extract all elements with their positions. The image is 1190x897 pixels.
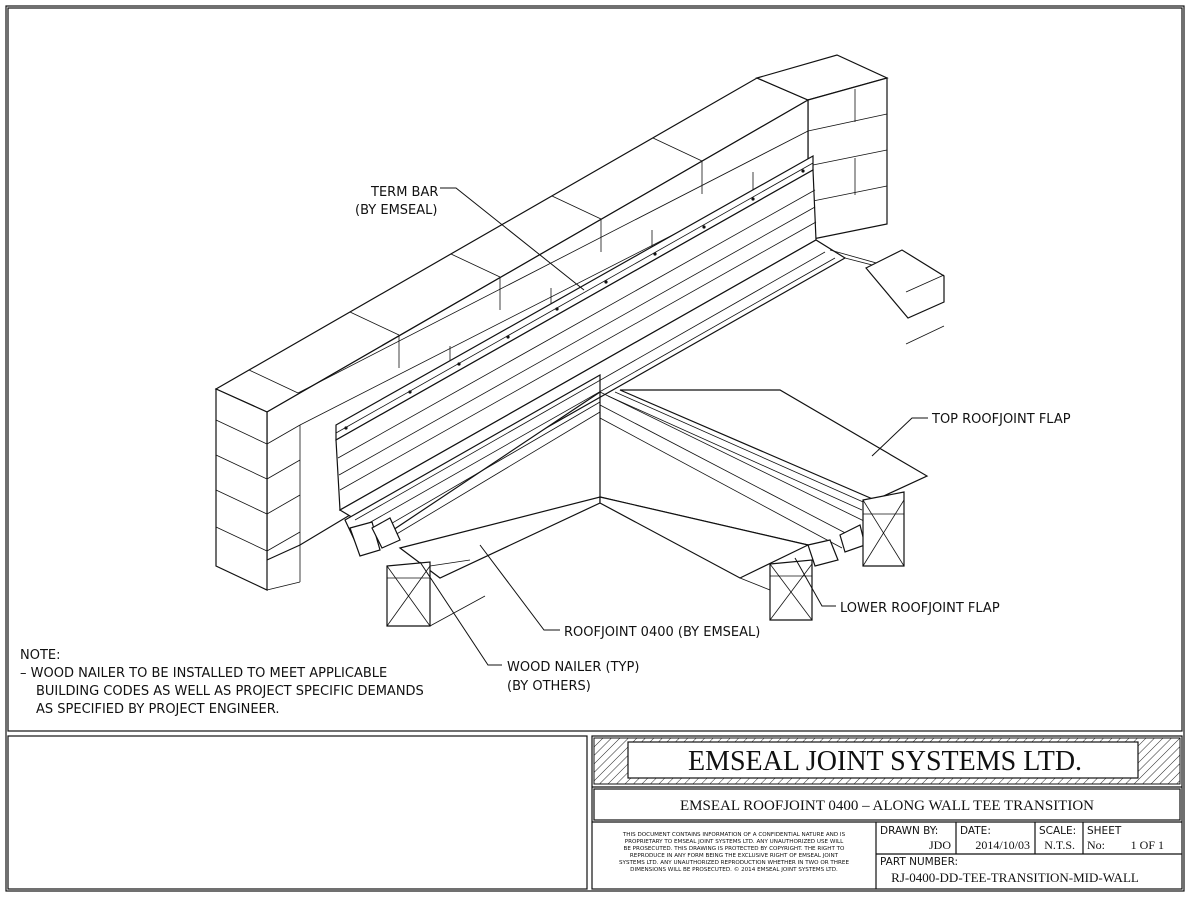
date-label: DATE:	[960, 825, 991, 837]
svg-text:THIS DOCUMENT CONTAINS INFORMA: THIS DOCUMENT CONTAINS INFORMATION OF A …	[622, 832, 846, 838]
label-wood-nailer-by: (BY OTHERS)	[507, 679, 591, 694]
svg-text:BUILDING CODES AS WELL AS PROJ: BUILDING CODES AS WELL AS PROJECT SPECIF…	[36, 684, 424, 699]
legal-notice: THIS DOCUMENT CONTAINS INFORMATION OF A …	[619, 832, 849, 873]
svg-text:BE PROSECUTED. THIS DRAWING IS: BE PROSECUTED. THIS DRAWING IS PROTECTED…	[624, 846, 846, 852]
svg-text:PROPRIETARY TO EMSEAL JOINT SY: PROPRIETARY TO EMSEAL JOINT SYSTEMS LTD.…	[625, 839, 844, 845]
svg-text:– WOOD NAILER TO BE INSTALLED: – WOOD NAILER TO BE INSTALLED TO MEET AP…	[20, 666, 387, 681]
svg-text:SYSTEMS LTD. ANY UNAUTHORIZED: SYSTEMS LTD. ANY UNAUTHORIZED REPRODUCTI…	[619, 860, 849, 866]
svg-text:NOTE:: NOTE:	[20, 648, 61, 663]
sheet-label: SHEET	[1087, 825, 1122, 837]
drawing-frame	[7, 7, 1183, 732]
date-value: 2014/10/03	[975, 838, 1030, 852]
svg-text:AS SPECIFIED BY PROJECT ENGINE: AS SPECIFIED BY PROJECT ENGINEER.	[36, 702, 279, 717]
label-roofjoint: ROOFJOINT 0400 (BY EMSEAL)	[564, 625, 760, 640]
svg-text:REPRODUCE IN ANY FORM BEING TH: REPRODUCE IN ANY FORM BEING THE EXCLUSIV…	[630, 853, 839, 859]
label-term-bar: TERM BAR	[370, 185, 438, 200]
wood-nailer-right	[739, 559, 813, 621]
detail-drawing	[214, 54, 945, 666]
leader-lines	[419, 187, 928, 666]
scale-label: SCALE:	[1039, 825, 1076, 837]
sheet-no-label: No:	[1087, 838, 1105, 852]
title-block-content: EMSEAL JOINT SYSTEMS LTD. EMSEAL ROOFJOI…	[592, 737, 1182, 889]
wall-flap	[335, 168, 817, 511]
title-block	[591, 735, 1183, 890]
sheet-border	[5, 5, 1185, 892]
svg-text:DIMENSIONS WILL BE PROSECUTED.: DIMENSIONS WILL BE PROSECUTED. © 2014 EM…	[630, 866, 838, 873]
lower-left-panel	[7, 735, 588, 890]
scale-value: N.T.S.	[1044, 838, 1075, 852]
company-name: EMSEAL JOINT SYSTEMS LTD.	[688, 746, 1082, 777]
part-number-label: PART NUMBER:	[880, 856, 958, 868]
drawn-by-label: DRAWN BY:	[880, 825, 938, 837]
general-note: NOTE: – WOOD NAILER TO BE INSTALLED TO M…	[20, 648, 424, 717]
label-term-bar-by: (BY EMSEAL)	[355, 203, 437, 218]
part-number-value: RJ-0400-DD-TEE-TRANSITION-MID-WALL	[891, 870, 1139, 885]
wood-nailer-back	[862, 249, 945, 567]
wood-nailer-left	[386, 559, 486, 627]
drawn-by-value: JDO	[929, 838, 951, 852]
label-lower-flap: LOWER ROOFJOINT FLAP	[840, 601, 1000, 616]
sheet-no-value: 1 OF 1	[1131, 838, 1164, 852]
label-top-flap: TOP ROOFJOINT FLAP	[931, 412, 1071, 427]
label-wood-nailer: WOOD NAILER (TYP)	[507, 660, 639, 675]
drawing-title: EMSEAL ROOFJOINT 0400 – ALONG WALL TEE T…	[680, 798, 1094, 814]
